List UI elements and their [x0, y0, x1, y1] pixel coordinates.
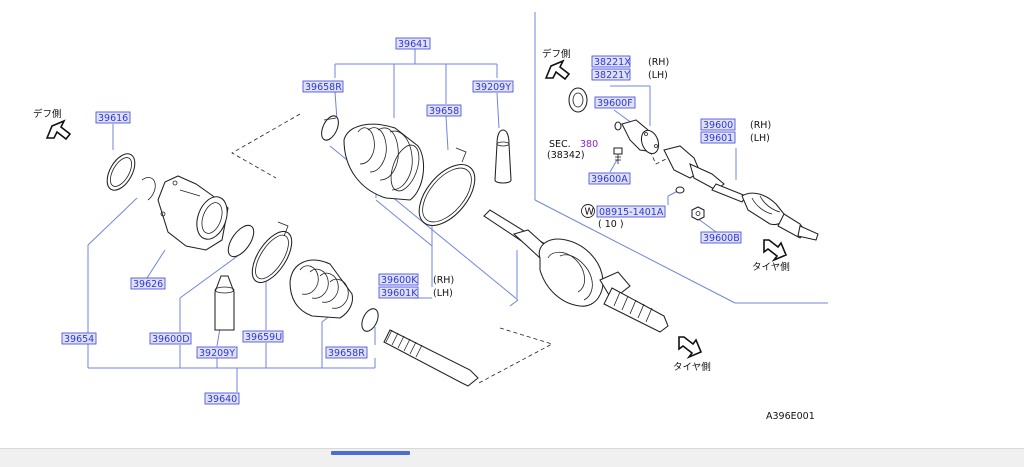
- diagram-code: A396E001: [766, 411, 815, 422]
- drive-shaft-main: [483, 209, 669, 333]
- svg-text:39600F: 39600F: [597, 98, 633, 109]
- part-label-08915-1401A[interactable]: 08915-1401A: [596, 205, 666, 218]
- part-label-39616[interactable]: 39616: [95, 111, 131, 124]
- svg-text:38221Y: 38221Y: [594, 70, 630, 81]
- side-tag-lh: (LH): [433, 288, 453, 299]
- washer-symbol: W: [581, 204, 595, 218]
- part-label-39600B[interactable]: 39600B: [700, 231, 742, 244]
- side-tag-rh: (RH): [433, 275, 454, 286]
- washer: [675, 186, 685, 194]
- horizontal-scrollbar[interactable]: [0, 448, 1024, 467]
- boot-band-39659U: [251, 221, 293, 284]
- part-label-39600F[interactable]: 39600F: [594, 96, 636, 109]
- svg-text:W: W: [585, 207, 595, 218]
- svg-text:39626: 39626: [133, 279, 163, 290]
- dashed-outlines: [231, 113, 673, 385]
- bolt-39600A: [613, 147, 623, 164]
- clip-39658R-upper: [321, 115, 339, 141]
- part-label-39601[interactable]: 39601: [700, 131, 736, 144]
- part-label-38221X[interactable]: 38221X: [591, 55, 631, 68]
- svg-text:39616: 39616: [98, 113, 128, 124]
- snap-ring-39616: [106, 153, 136, 191]
- svg-text:39600A: 39600A: [591, 174, 628, 185]
- part-label-39658[interactable]: 39658: [426, 104, 462, 117]
- part-label-39654[interactable]: 39654: [61, 332, 97, 345]
- side-tag-lh: (LH): [648, 70, 668, 81]
- drive-shaft-assembly-39600: [663, 145, 819, 241]
- side-tag-rh: (RH): [648, 57, 669, 68]
- part-label-39600A[interactable]: 39600A: [588, 172, 631, 185]
- part-label-39600K[interactable]: 39600K: [378, 273, 419, 286]
- arrow-diff-side-right: [544, 59, 571, 81]
- svg-text:39600K: 39600K: [381, 275, 418, 286]
- drive-shaft-lower: [383, 329, 479, 387]
- svg-text:39654: 39654: [64, 334, 94, 345]
- boot-band-39658: [418, 147, 476, 226]
- svg-text:39658: 39658: [429, 106, 459, 117]
- side-tag-lh: (LH): [750, 133, 770, 144]
- arrow-tire-side-right: [763, 239, 788, 262]
- part-label-39658R-bottom[interactable]: 39658R: [325, 346, 368, 359]
- svg-text:39641: 39641: [398, 39, 428, 50]
- tire-side-caption-bottom: タイヤ側: [673, 361, 711, 373]
- part-label-39659U[interactable]: 39659U: [242, 330, 284, 343]
- grease-tube-39209Y-lower: [214, 275, 235, 331]
- part-label-39626[interactable]: 39626: [130, 277, 166, 290]
- boot-upper: [343, 123, 425, 201]
- clip-39658R-lower: [361, 308, 379, 332]
- sec-prefix: SEC.: [549, 139, 571, 150]
- flange-39600F: [621, 119, 660, 155]
- svg-text:39659U: 39659U: [245, 332, 282, 343]
- svg-text:39209Y: 39209Y: [199, 348, 235, 359]
- sec-number-link[interactable]: 380: [580, 139, 598, 150]
- sec-code: (38342): [547, 150, 585, 161]
- svg-text:39600B: 39600B: [703, 233, 740, 244]
- part-label-39641[interactable]: 39641: [395, 37, 431, 50]
- tire-side-caption-right: タイヤ側: [752, 261, 790, 273]
- part-label-39658R-top[interactable]: 39658R: [302, 80, 344, 93]
- grease-tube-39209Y-upper: [494, 129, 512, 184]
- oil-seal-38221: [568, 87, 588, 113]
- washer-quantity: ( 10 ): [598, 219, 624, 230]
- svg-text:39640: 39640: [207, 394, 237, 405]
- part-label-39209Y-bottom[interactable]: 39209Y: [196, 346, 238, 359]
- outer-race-housing-39626: [157, 175, 229, 251]
- circlip: [141, 177, 156, 201]
- part-label-39600D[interactable]: 39600D: [149, 332, 192, 345]
- arrow-diff-side-left: [45, 119, 72, 141]
- o-ring: [614, 121, 622, 131]
- svg-text:39209Y: 39209Y: [475, 82, 511, 93]
- part-label-39600[interactable]: 39600: [700, 118, 736, 131]
- side-tag-rh: (RH): [750, 120, 771, 131]
- part-label-38221Y[interactable]: 38221Y: [591, 68, 631, 81]
- svg-text:39600: 39600: [703, 120, 733, 131]
- svg-text:39601K: 39601K: [381, 288, 418, 299]
- part-label-39209Y-top[interactable]: 39209Y: [472, 80, 514, 93]
- svg-text:39601: 39601: [703, 133, 733, 144]
- diff-side-caption-right: デフ側: [542, 48, 571, 60]
- svg-text:39658R: 39658R: [305, 82, 342, 93]
- svg-text:39600D: 39600D: [152, 334, 190, 345]
- scrollbar-thumb[interactable]: [331, 451, 410, 455]
- arrow-tire-side-bottom: [678, 336, 703, 359]
- svg-text:08915-1401A: 08915-1401A: [599, 207, 664, 218]
- svg-text:38221X: 38221X: [594, 57, 631, 68]
- svg-text:39658R: 39658R: [328, 348, 365, 359]
- nut-39600B: [691, 206, 705, 221]
- part-label-39640[interactable]: 39640: [204, 392, 240, 405]
- boot-band-39600D: [227, 224, 255, 258]
- part-label-39601K[interactable]: 39601K: [378, 286, 419, 299]
- boot-lower: [289, 259, 353, 319]
- diff-side-caption-left: デフ側: [33, 108, 62, 120]
